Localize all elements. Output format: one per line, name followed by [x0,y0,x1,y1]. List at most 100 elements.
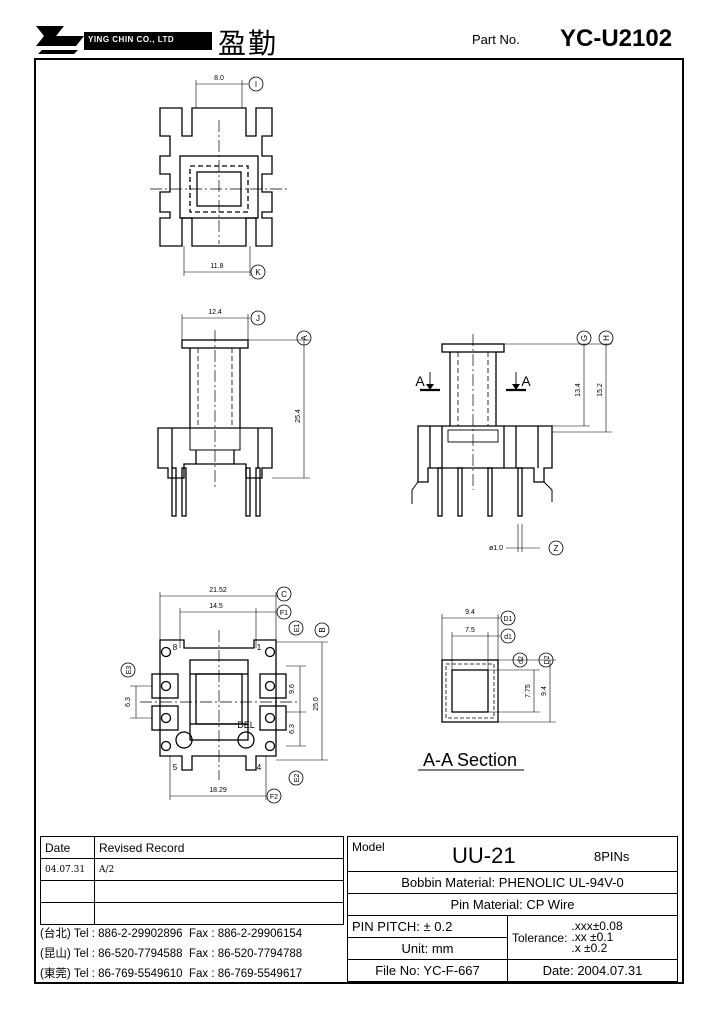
table-row: Date Revised Record [40,836,344,859]
revision-record-header: Revised Record [94,836,344,859]
revision-record [94,880,344,903]
marker-d2-small: d2 [518,656,525,664]
tolerance-1dp: .x ±0.2 [571,941,608,955]
marker-h: H [602,335,611,341]
marker-d2: D2 [544,655,551,664]
contact-fax: Fax : 86-520-7794788 [188,948,303,960]
revision-date [40,902,95,925]
marker-z: Z [554,544,559,553]
marker-j: J [256,314,260,323]
pin-label-5: 5 [173,763,178,772]
pin-label-4: 4 [257,763,262,772]
contact-city: (東莞) [40,968,71,980]
pin-label-8: 8 [173,643,178,652]
unit-value: mm [431,941,454,956]
dim-sec-94: 9.4 [465,609,475,616]
pin-label-1: 1 [257,643,262,652]
dim-top-bottom-width: 11.8 [210,263,223,270]
marker-b: B [318,627,327,632]
tolerance-3dp: .xxx±0.08 [571,919,623,933]
dim-v-63-left: 6.3 [125,697,132,707]
dim-v-250: 25.0 [313,697,320,711]
revision-record [94,902,344,925]
contact-tel: Tel : 86-520-7794588 [73,948,183,960]
dim-v-96: 9.6 [289,684,296,694]
table-row: Pin Material: CP Wire [347,893,678,916]
table-row [40,880,344,903]
dim-sec-75: 7.5 [465,627,475,634]
revision-table: Date Revised Record 04.07.31 A/2 [40,836,344,925]
tolerance-label: Tolerance: [512,930,568,945]
bottom-view [120,586,330,804]
side-view [411,330,614,556]
marker-f1: F1 [280,610,288,617]
spec-table: Model UU-21 8PINs Bobbin Material: PHENO… [347,836,678,982]
contact-fax: Fax : 86-769-5549617 [188,968,303,980]
contact-row: (昆山) Tel : 86-520-7794588 Fax : 86-520-7… [40,944,344,964]
dim-bottom-2152: 21.52 [209,587,227,594]
part-label: Part No. [472,32,520,47]
drawing-frame [34,58,684,984]
table-row [40,902,344,925]
dim-sec-775: 7.75 [525,684,532,698]
dim-v-63-right: 6.3 [289,724,296,734]
revision-date-header: Date [40,836,95,859]
section-marker-left: A [415,373,425,389]
section-marker-right: A [521,373,531,389]
pin-pitch-value: ± 0.2 [423,919,453,934]
section-view [418,610,556,771]
table-row: Bobbin Material: PHENOLIC UL-94V-0 [347,871,678,894]
brand-name: 盈勤 [218,27,279,60]
file-number-value: YC-F-667 [423,963,480,978]
table-row: PIN PITCH: ± 0.2 Tolerance: .xxx±0.08 .x… [347,915,678,960]
date-label: Date: [542,963,574,978]
dim-pin-diameter: ø1.0 [489,545,503,552]
dim-bottom-145: 14.5 [209,603,223,610]
company-name: YING CHIN CO., LTD [88,35,175,44]
pin-material-label: Pin Material: [450,897,523,912]
marker-k: K [255,268,261,277]
contact-city: (昆山) [40,948,71,960]
contact-list: (台北) Tel : 886-2-29902896 Fax : 886-2-29… [40,924,344,984]
pin-material-value: CP Wire [526,897,575,912]
top-view [150,76,290,280]
date-value: 2004.07.31 [577,963,643,978]
del-label: DEL [237,720,255,730]
marker-a: A [300,335,309,341]
table-row: Unit: mm [347,937,678,960]
dim-top-width: 8.0 [214,75,224,82]
section-title: A-A Section [423,750,517,770]
marker-d1: D1 [504,616,513,623]
pin-pitch-label: PIN PITCH: [352,919,420,934]
bobbin-material-value: PHENOLIC UL-94V-0 [498,875,624,890]
model-label: Model [352,840,385,854]
dim-height-152: 15.2 [597,383,604,397]
contact-row: (台北) Tel : 886-2-29902896 Fax : 886-2-29… [40,924,344,944]
marker-f2: F2 [270,794,278,801]
pin-count: 8PINs [594,849,630,864]
part-number: YC-U2102 [560,25,673,52]
table-row: File No: YC-F-667 Date: 2004.07.31 [347,959,678,982]
front-view [157,310,312,517]
bobbin-material-label: Bobbin Material: [401,875,496,890]
tolerance-2dp: .xx ±0.1 [571,930,614,944]
company-logo [36,26,212,54]
marker-d1-small: d1 [504,634,512,641]
file-number-label: File No: [375,963,421,978]
marker-g: G [580,335,589,341]
technical-drawing: 8.0 11.8 12.4 25.4 13.4 15.2 ø1.0 21.52 … [120,75,614,804]
unit-label: Unit: [401,941,429,956]
contact-city: (台北) [40,928,71,940]
contact-tel: Tel : 86-769-5549610 [73,968,183,980]
dim-sec-94v: 9.4 [541,686,548,696]
revision-date: 04.07.31 [40,858,95,881]
marker-e3: E3 [126,666,133,675]
revision-date [40,880,95,903]
revision-record: A/2 [94,858,344,881]
marker-e1: E1 [294,624,301,633]
dim-total-height: 25.4 [295,409,302,423]
contact-row: (東莞) Tel : 86-769-5549610 Fax : 86-769-5… [40,964,344,984]
dim-bottom-1829: 18.29 [209,787,227,794]
marker-c: C [281,590,287,599]
dim-height-134: 13.4 [575,383,582,397]
